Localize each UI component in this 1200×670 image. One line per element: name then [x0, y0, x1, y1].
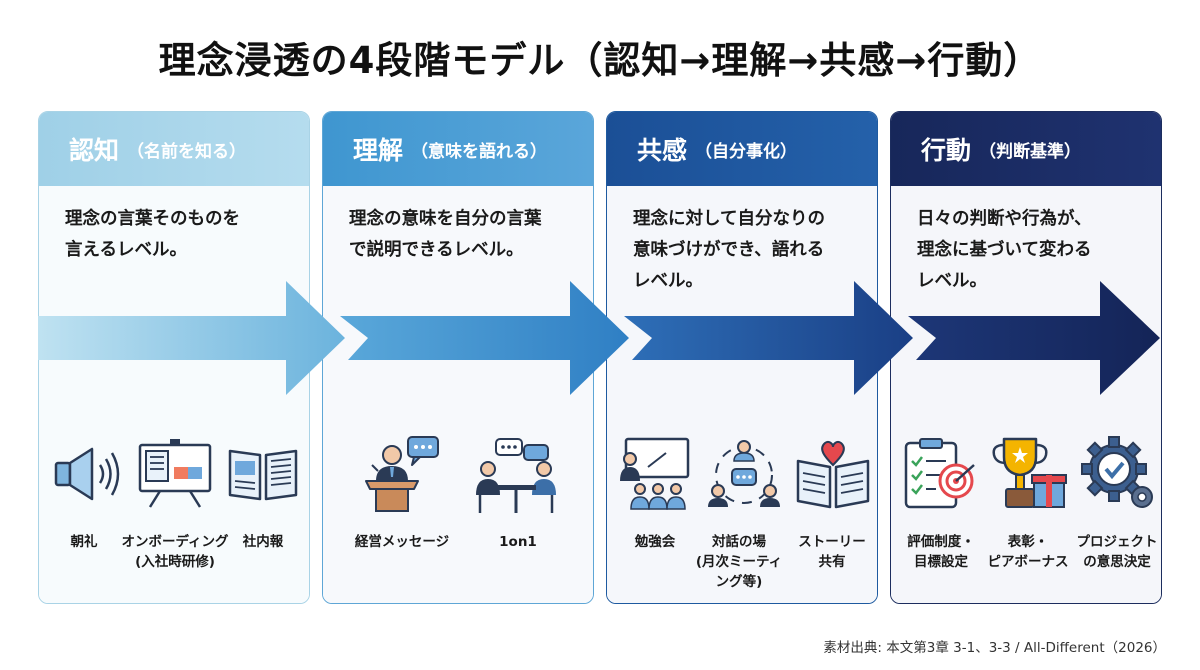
desc-line: 理念の言葉そのものを — [65, 209, 240, 229]
open-book-icon — [228, 449, 298, 501]
item-label-newsletter: 社内報 — [242, 534, 284, 550]
stage-header: 理解 （意味を語れる） — [323, 112, 593, 186]
stage-description: 理念の言葉そのものを 言えるレベル。 — [65, 204, 300, 266]
desc-line: 理念に基づいて変わる — [917, 240, 1092, 260]
stage-header: 行動 （判断基準） — [891, 112, 1161, 186]
study-session-icon — [620, 437, 690, 510]
megaphone-icon — [54, 447, 120, 501]
stage-description: 理念に対して自分なりの 意味づけができ、語れる レベル。 — [633, 204, 868, 297]
speaker-podium-icon — [365, 436, 439, 512]
item-label-story-sharing: ストーリー 共有 — [798, 534, 866, 570]
stage-card-empathy: 共感 （自分事化） 理念に対して自分なりの 意味づけができ、語れる レベル。 — [606, 111, 878, 604]
item-label-awards: 表彰・ ピアボーナス — [987, 534, 1069, 570]
stage-card-action: 行動 （判断基準） 日々の判断や行為が、 理念に基づいて変わる レベル。 — [890, 111, 1162, 604]
item-label-morning-meeting: 朝礼 — [70, 534, 98, 550]
stage-description: 日々の判断や行為が、 理念に基づいて変わる レベル。 — [917, 204, 1152, 297]
checklist-target-icon — [904, 438, 975, 509]
stage-name: 共感 — [637, 136, 688, 165]
gear-check-icon — [1081, 436, 1153, 508]
item-label-dialogue: 対話の場 (月次ミーティ ング等) — [695, 534, 783, 590]
item-label-project-decision: プロジェクト の意思決定 — [1076, 534, 1158, 570]
item-label-study-session: 勉強会 — [634, 534, 676, 550]
item-label-executive-message: 経営メッセージ — [354, 534, 450, 550]
heart-book-icon — [796, 440, 870, 509]
desc-line: 理念に対して自分なりの — [633, 209, 825, 229]
onboarding-presentation-icon — [138, 439, 212, 508]
dialogue-circle-icon — [708, 440, 780, 507]
desc-line: 言えるレベル。 — [65, 240, 187, 260]
item-label-1on1: 1on1 — [499, 534, 537, 550]
trophy-gift-icon — [992, 437, 1067, 508]
stage-name: 理解 — [353, 136, 404, 165]
stage-subtitle: （判断基準） — [979, 141, 1082, 162]
page-title: 理念浸透の4段階モデル（認知→理解→共感→行動） — [158, 39, 1042, 82]
stage-card-understanding: 理解 （意味を語れる） 理念の意味を自分の言葉 で説明できるレベル。 — [322, 111, 594, 604]
stage-subtitle: （名前を知る） — [127, 141, 247, 162]
stage-subtitle: （自分事化） — [695, 141, 798, 162]
desc-line: レベル。 — [917, 271, 987, 291]
item-label-evaluation: 評価制度・ 目標設定 — [907, 534, 975, 570]
stage-card-awareness: 認知 （名前を知る） 理念の言葉そのものを 言えるレベル。 — [38, 111, 310, 604]
source-credit: 素材出典: 本文第3章 3-1、3-3 / All-Different（2026… — [823, 640, 1166, 656]
desc-line: で説明できるレベル。 — [349, 240, 524, 260]
stage-header: 共感 （自分事化） — [607, 112, 877, 186]
desc-line: 理念の意味を自分の言葉 — [349, 209, 542, 229]
desc-line: 意味づけができ、語れる — [633, 240, 825, 260]
item-label-onboarding: オンボーディング (入社時研修) — [121, 534, 229, 570]
stage-header: 認知 （名前を知る） — [39, 112, 309, 186]
desc-line: レベル。 — [633, 271, 703, 291]
stage-subtitle: （意味を語れる） — [411, 141, 548, 162]
stage-description: 理念の意味を自分の言葉 で説明できるレベル。 — [349, 204, 584, 266]
desc-line: 日々の判断や行為が、 — [917, 209, 1092, 229]
stage-name: 行動 — [921, 136, 972, 165]
one-on-one-meeting-icon — [476, 438, 556, 513]
stage-name: 認知 — [69, 136, 120, 165]
